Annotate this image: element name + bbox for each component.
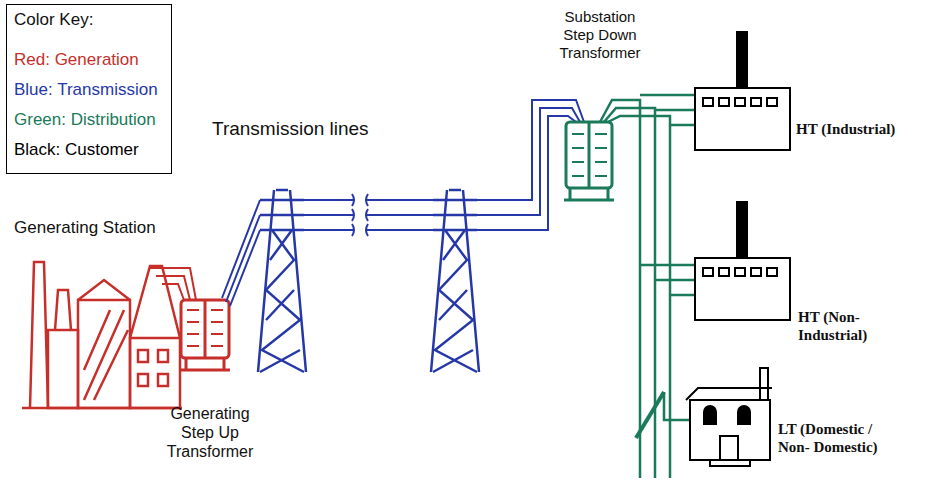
legend-text: Green: Distribution <box>14 110 156 129</box>
legend-swatch: Blue: Transmission <box>14 80 158 100</box>
substation-label: Substation Step Down Transformer <box>548 8 652 62</box>
legend-swatch: Black: Customer <box>14 140 139 160</box>
industrial-factory <box>695 32 790 150</box>
step-up-transformer <box>180 300 230 370</box>
legend-text: Red: Generation <box>14 50 139 69</box>
generator-leads <box>150 268 196 300</box>
transmission-label: Transmission lines <box>212 118 382 141</box>
label-text: Generating Station <box>14 218 156 237</box>
label-text: Substation Step Down Transformer <box>559 8 640 61</box>
step-down-transformer <box>564 122 614 200</box>
legend-swatch: Red: Generation <box>14 50 139 70</box>
legend-entry: Red: Generation <box>14 50 139 70</box>
legend-heading: Color Key: <box>14 10 164 30</box>
customer-label: HT (Industrial) <box>796 120 922 138</box>
transmission-tower <box>431 190 479 372</box>
non-industrial-factory <box>695 202 790 320</box>
customer-label: HT (Non-Industrial) <box>798 308 922 344</box>
legend-entry: Green: Distribution <box>14 110 156 130</box>
transformer-label: Generating Step Up Transformer <box>160 404 260 462</box>
legend-text: Blue: Transmission <box>14 80 158 99</box>
legend-swatch: Green: Distribution <box>14 110 156 130</box>
transmission-tower <box>258 190 306 372</box>
label-text: Transmission lines <box>212 118 369 139</box>
legend-entry: Blue: Transmission <box>14 80 158 100</box>
generating-station <box>22 262 182 408</box>
distribution-lines <box>600 95 695 478</box>
label-text: HT (Industrial) <box>796 121 895 137</box>
label-text: Generating Step Up Transformer <box>167 405 254 460</box>
domestic-house <box>686 368 772 466</box>
label-text: LT (Domestic / Non- Domestic) <box>778 421 878 455</box>
customer-label: LT (Domestic / Non- Domestic) <box>778 420 904 456</box>
label-text: HT (Non-Industrial) <box>798 309 867 343</box>
legend-text: Black: Customer <box>14 140 139 159</box>
legend-entry: Black: Customer <box>14 140 139 160</box>
label-text: Color Key: <box>14 10 93 29</box>
station-label: Generating Station <box>14 218 184 238</box>
